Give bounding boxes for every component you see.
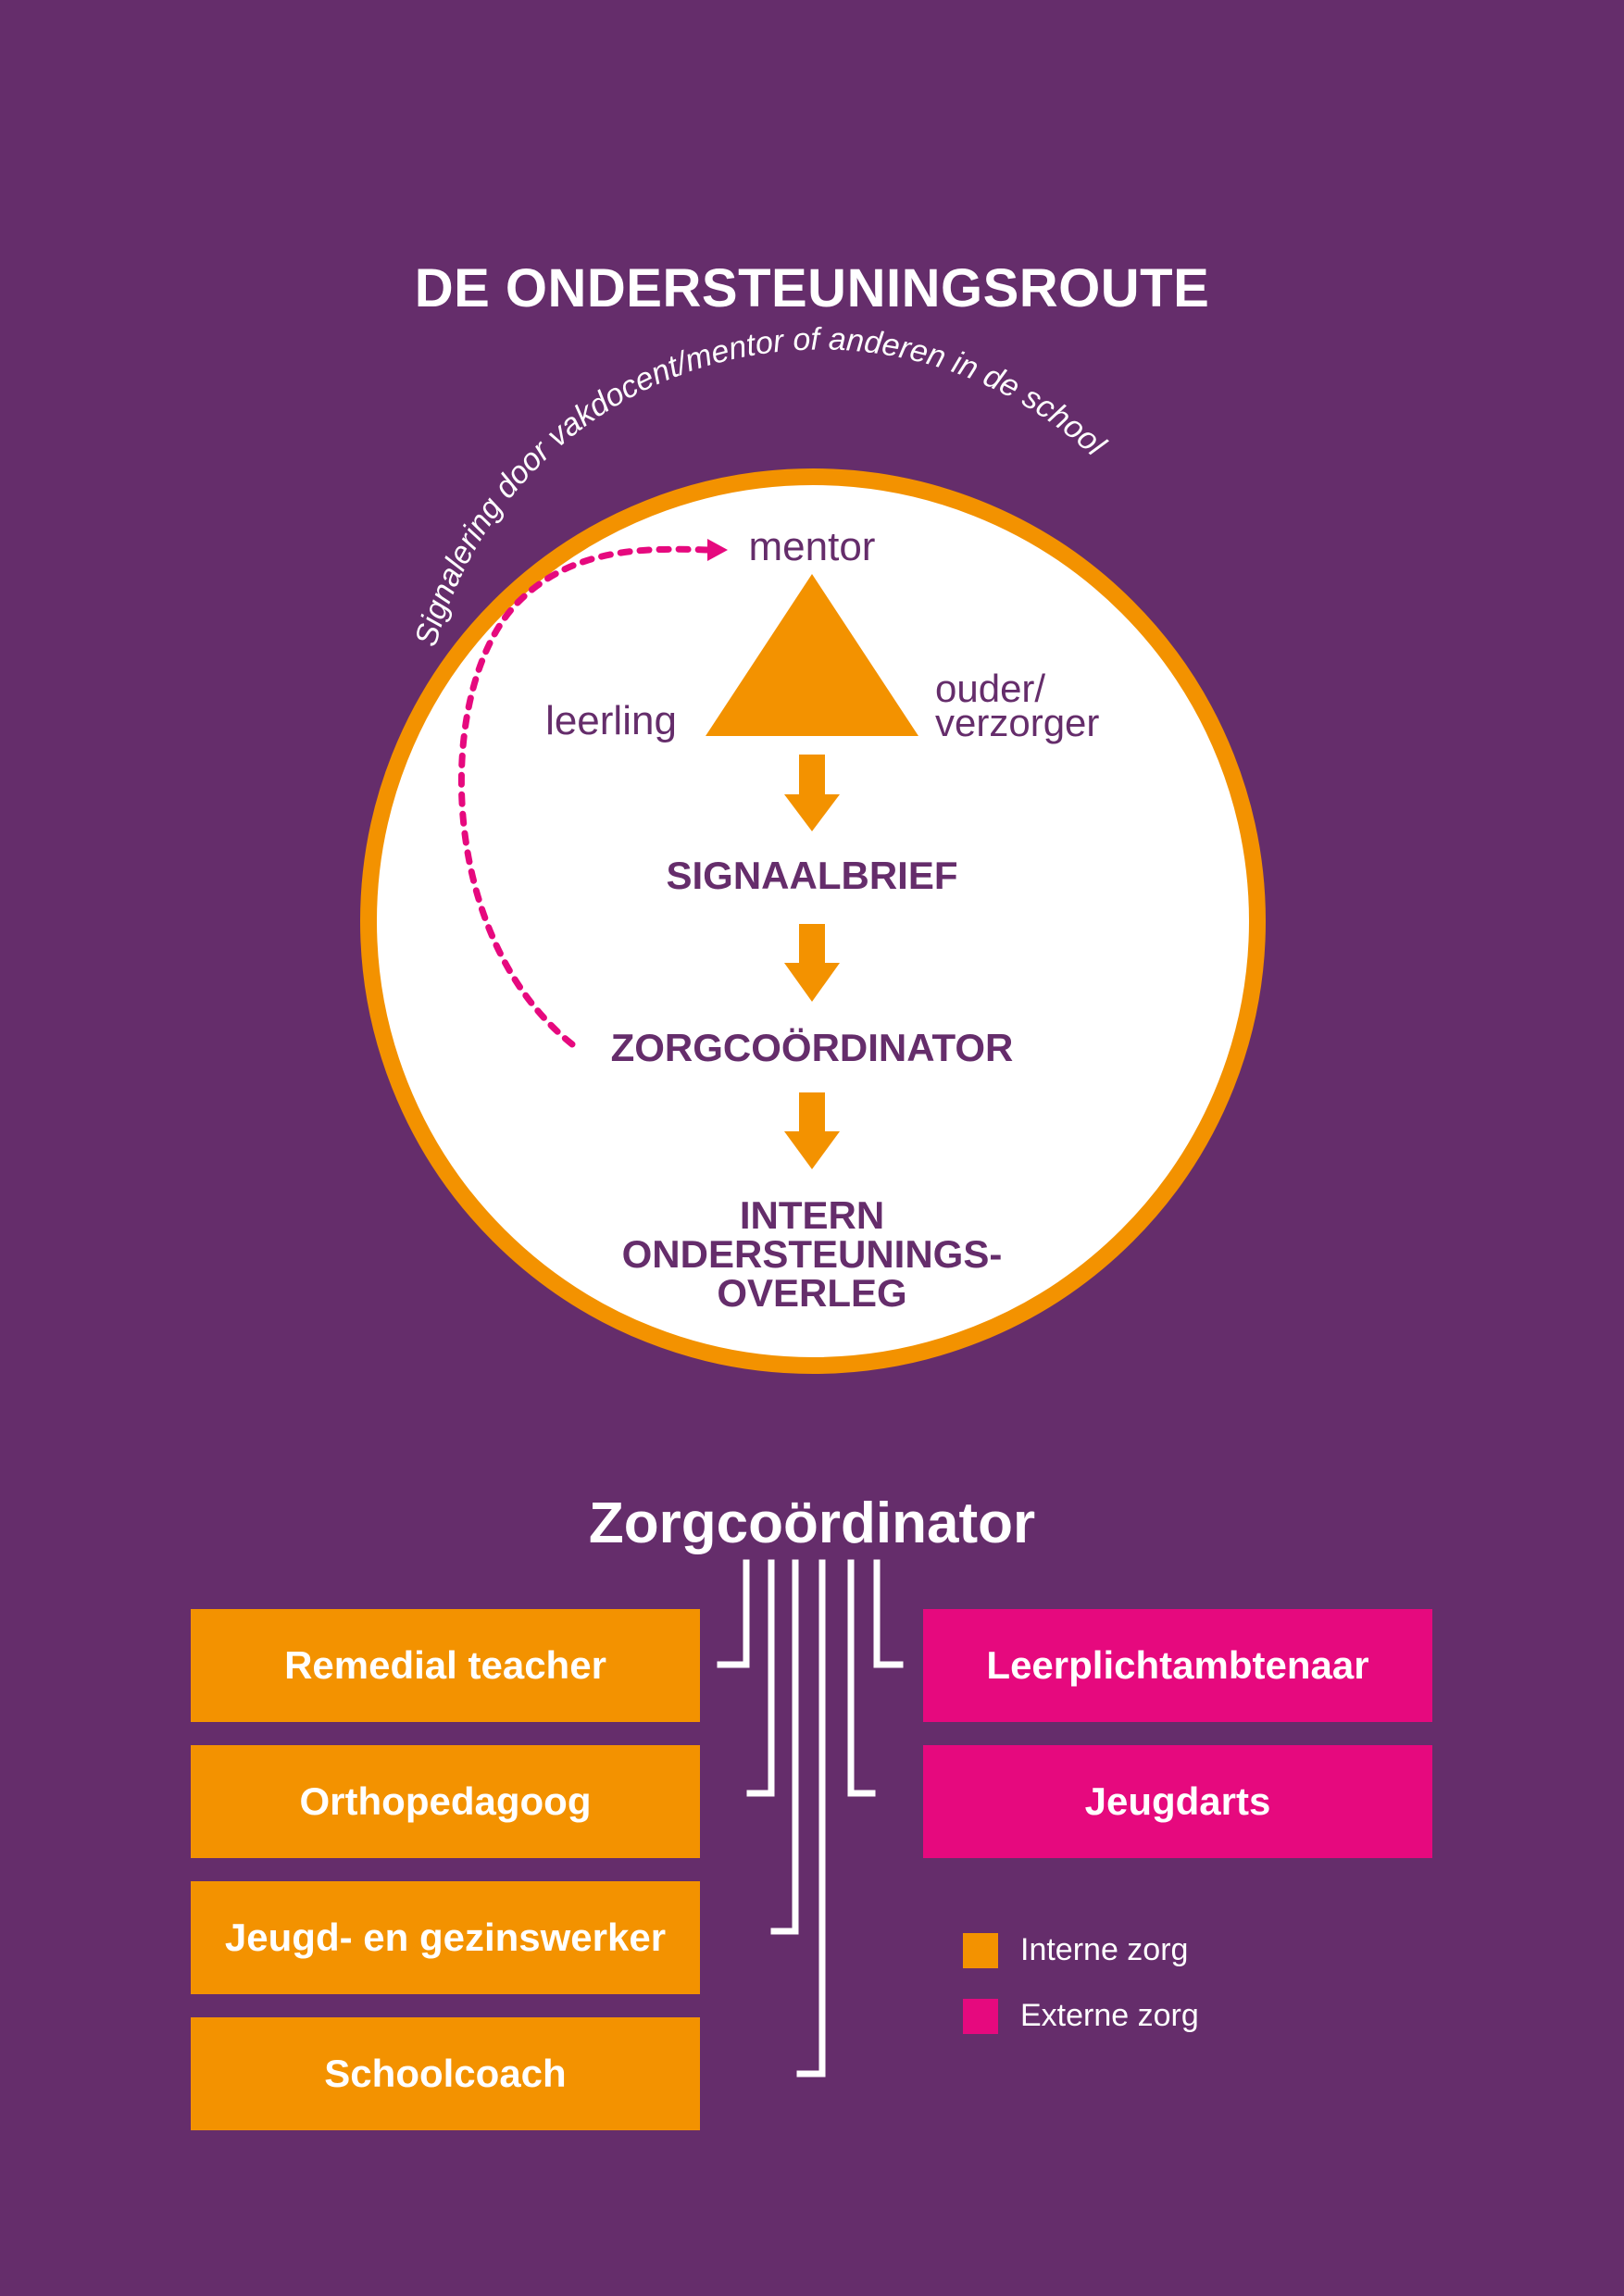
box-orthopedagoog: Orthopedagoog — [191, 1745, 700, 1858]
legend-externe-zorg: Externe zorg — [963, 1998, 1199, 2034]
step-intern-line2: ONDERSTEUNINGS- — [622, 1232, 1003, 1276]
box-remedial-teacher: Remedial teacher — [191, 1609, 700, 1722]
legend-label-interne: Interne zorg — [1020, 1932, 1189, 1967]
page-title: DE ONDERSTEUNINGSROUTE — [414, 258, 1210, 318]
down-arrow-3 — [784, 1092, 840, 1169]
step-intern-line3: OVERLEG — [717, 1271, 906, 1315]
coordinator-connector-lines — [717, 1559, 904, 2078]
route-circle — [360, 468, 1266, 1374]
box-leerplichtambtenaar: Leerplichtambtenaar — [923, 1609, 1432, 1722]
legend-interne-zorg: Interne zorg — [963, 1932, 1188, 1968]
label-ouder: ouder/ — [935, 667, 1045, 710]
triangle-mentor-leerling-ouder — [706, 574, 918, 736]
label-mentor: mentor — [749, 524, 876, 569]
label-leerling: leerling — [545, 698, 677, 743]
step-signaalbrief: SIGNAALBRIEF — [667, 854, 958, 897]
box-schoolcoach: Schoolcoach — [191, 2017, 700, 2130]
box-jeugd-en-gezinswerker: Jeugd- en gezinswerker — [191, 1881, 700, 1994]
down-arrow-2 — [784, 924, 840, 1002]
legend-swatch-interne — [963, 1932, 998, 1968]
legend-swatch-externe — [963, 1998, 998, 2034]
legend-label-externe: Externe zorg — [1020, 1998, 1199, 2033]
label-verzorger: verzorger — [935, 701, 1099, 744]
step-zorgcoordinator: ZORGCOÖRDINATOR — [611, 1026, 1014, 1069]
box-jeugdarts: Jeugdarts — [923, 1745, 1432, 1858]
coordinator-heading: Zorgcoördinator — [588, 1491, 1036, 1555]
step-intern-line1: INTERN — [740, 1193, 884, 1237]
down-arrow-1 — [784, 755, 840, 831]
feedback-dotted-arrow — [457, 545, 712, 1048]
feedback-arrowhead — [707, 539, 728, 561]
